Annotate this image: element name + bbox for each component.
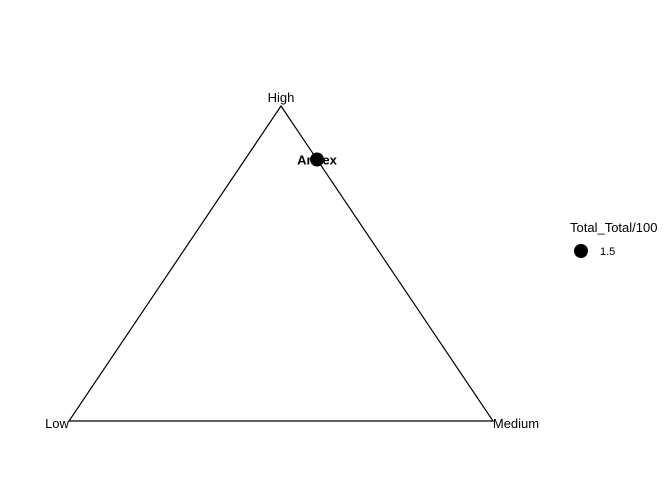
legend-key-marker — [574, 244, 588, 258]
legend-title: Total_Total/100 — [570, 220, 657, 235]
vertex-label-right: Medium — [493, 416, 539, 431]
data-point — [310, 152, 325, 167]
data-points: Annex — [297, 152, 338, 168]
triangle-frame — [67, 104, 495, 422]
legend: Total_Total/100 1.5 — [570, 220, 657, 258]
vertex-label-left: Low — [45, 416, 69, 431]
vertex-label-top: High — [268, 90, 295, 105]
data-point-label: Annex — [297, 153, 338, 168]
legend-key-label: 1.5 — [600, 246, 615, 258]
